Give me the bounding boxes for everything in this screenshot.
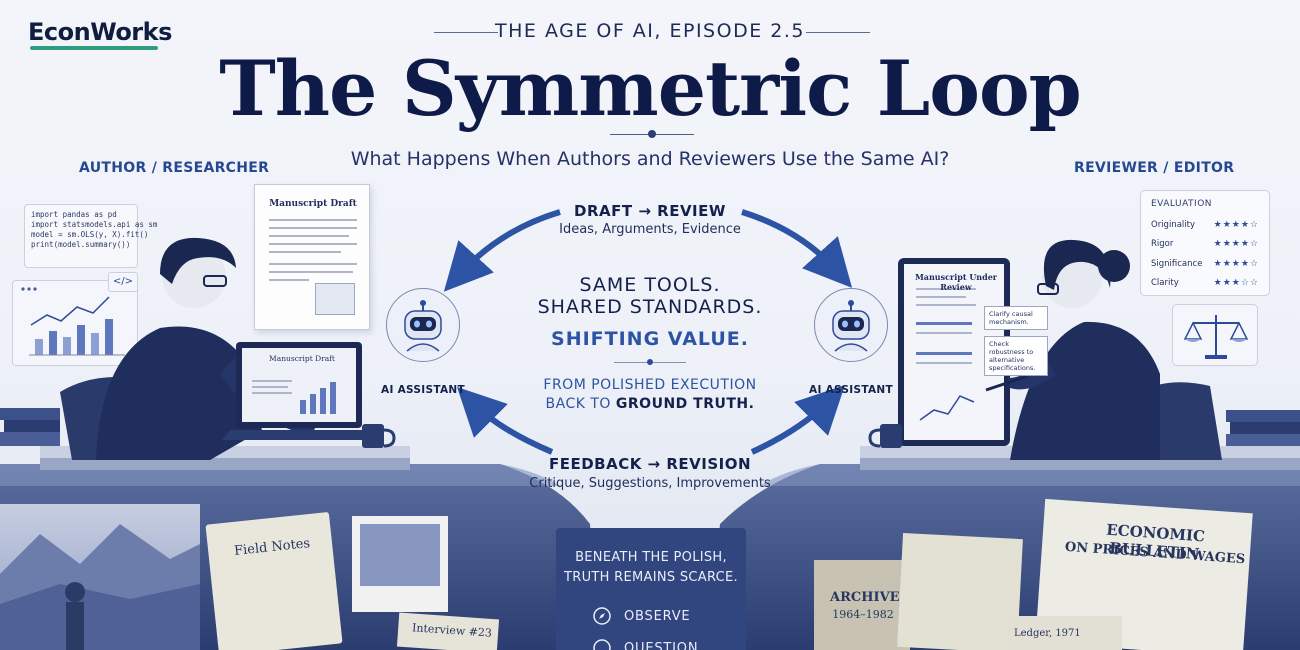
ai-assistant-left: [386, 288, 460, 362]
center-line-5-emphasis: GROUND TRUTH.: [615, 396, 755, 412]
text-line: [269, 227, 357, 229]
arrow-bottom-left: [457, 387, 554, 455]
evaluation-row: Originality ★★★★☆: [1151, 215, 1259, 235]
archive-title: ARCHIVE: [830, 590, 900, 605]
ai-assistant-right-label: AI ASSISTANT: [809, 384, 893, 396]
table-illustration: [315, 283, 355, 315]
reviewer-heading: REVIEWER / EDITOR: [1074, 160, 1235, 176]
question-item: QUESTION: [624, 641, 699, 650]
star-rating: ★★★★☆: [1213, 219, 1259, 230]
question-icon: [593, 639, 611, 650]
eyebrow-rule-right: [806, 32, 870, 33]
cycle-top-sub: Ideas, Arguments, Evidence: [559, 222, 741, 237]
code-snippet-card: import pandas as pd import statsmodels.a…: [24, 204, 158, 268]
text-line: [269, 251, 341, 253]
cycle-top-label: DRAFT → REVIEW: [574, 202, 726, 220]
evaluation-row: Clarity ★★★☆☆: [1151, 274, 1259, 294]
evaluation-row: Significance ★★★★☆: [1151, 254, 1259, 274]
ai-assistant-left-label: AI ASSISTANT: [381, 384, 465, 396]
evaluation-card: EVALUATION Originality ★★★★☆ Rigor ★★★★☆…: [1140, 190, 1270, 296]
arrow-top-right: [741, 209, 853, 288]
reviewer-at-tablet-illustration: [860, 239, 1300, 470]
eyebrow-rule-left: [434, 32, 498, 33]
code-line: import statsmodels.api as sm: [31, 220, 158, 229]
brand-logo: EconWorks: [28, 18, 172, 46]
chart-illustration: [21, 287, 125, 356]
analytics-chart-card: [12, 280, 138, 366]
center-line-5: BACK TO GROUND TRUTH.: [500, 396, 800, 412]
text-line: [269, 279, 309, 281]
manuscript-draft-title: Manuscript Draft: [269, 199, 357, 209]
text-line: [269, 243, 357, 245]
author-at-laptop-illustration: [0, 237, 410, 470]
page-subtitle: What Happens When Authors and Reviewers …: [350, 148, 950, 170]
page-title: The Symmetric Loop: [219, 44, 1082, 133]
cycle-bottom-label: FEEDBACK → REVISION: [548, 455, 752, 473]
beneath-line-2: TRUTH REMAINS SCARCE.: [564, 570, 738, 585]
star-rating: ★★★★☆: [1213, 258, 1259, 269]
manuscript-draft-document: Manuscript Draft: [254, 184, 370, 330]
code-icon: </>: [108, 272, 138, 292]
laptop-screen-title: Manuscript Draft: [269, 354, 335, 363]
beneath-panel: [556, 528, 746, 650]
criterion-label: Rigor: [1151, 239, 1174, 250]
star-rating: ★★★★☆: [1213, 239, 1259, 250]
cycle-arrows: [443, 209, 853, 455]
ledger-label: Ledger, 1971: [1014, 628, 1081, 639]
cycle-bottom-sub: Critique, Suggestions, Improvements: [529, 476, 771, 491]
review-comment: Check robustness to alternative specific…: [984, 336, 1048, 376]
center-line-5-prefix: BACK TO: [545, 396, 616, 412]
star-rating: ★★★☆☆: [1213, 278, 1259, 289]
text-line: [269, 271, 353, 273]
review-comment: Clarify causal mechanism.: [984, 306, 1048, 330]
beneath-line-1: BENEATH THE POLISH,: [575, 550, 727, 565]
criterion-label: Originality: [1151, 219, 1195, 230]
observe-item: OBSERVE: [624, 609, 691, 624]
beneath-message: BENEATH THE POLISH, TRUTH REMAINS SCARCE…: [556, 548, 746, 588]
criterion-label: Significance: [1151, 258, 1203, 269]
episode-eyebrow: THE AGE OF AI, EPISODE 2.5: [495, 20, 805, 42]
tablet-screen-title: Manuscript Under Review: [914, 272, 998, 292]
code-line: model = sm.OLS(y, X).fit(): [31, 230, 149, 239]
title-dot: [648, 130, 656, 138]
criterion-label: Clarity: [1151, 278, 1179, 289]
arrow-bottom-right: [750, 385, 845, 455]
code-line: print(model.summary()): [31, 240, 131, 249]
code-line: import pandas as pd: [31, 210, 117, 219]
center-line-4: FROM POLISHED EXECUTION: [543, 377, 757, 393]
ai-assistant-right: [814, 288, 888, 362]
center-line-3: SHIFTING VALUE.: [551, 328, 749, 350]
evaluation-row: Rigor ★★★★☆: [1151, 235, 1259, 255]
center-line-1: SAME TOOLS.: [579, 274, 721, 296]
compass-icon: [593, 607, 611, 625]
archive-years: 1964–1982: [832, 608, 894, 621]
evaluation-heading: EVALUATION: [1151, 199, 1213, 209]
author-heading: AUTHOR / RESEARCHER: [79, 160, 270, 176]
center-divider-dot: [647, 359, 653, 365]
arrow-top-left: [443, 209, 561, 292]
robot-icon: [832, 300, 870, 352]
scale-icon: [1183, 315, 1249, 359]
underground-scene: [0, 464, 1300, 650]
robot-icon: [404, 300, 442, 352]
text-line: [269, 219, 357, 221]
justice-scale-card: [1172, 304, 1258, 366]
brand-underline: [30, 46, 158, 50]
text-line: [269, 235, 349, 237]
center-line-2: SHARED STANDARDS.: [537, 296, 763, 318]
text-line: [269, 263, 357, 265]
